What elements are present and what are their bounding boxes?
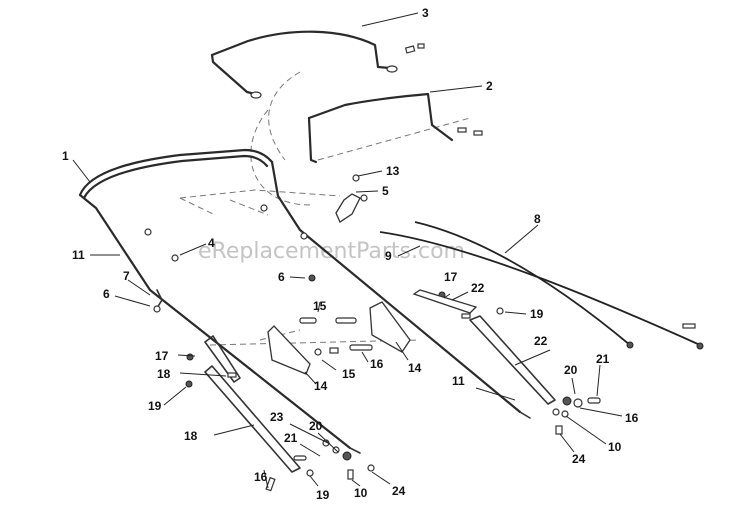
cable-bracket-part — [335, 174, 368, 223]
callout-17-left: 17 — [155, 349, 169, 363]
callout-15-bottom: 15 — [342, 367, 356, 381]
callout-21-left: 21 — [284, 431, 298, 445]
mounting-bracket-right — [369, 301, 411, 353]
callout-19-right: 19 — [530, 307, 544, 321]
callout-10-left: 10 — [354, 486, 368, 500]
callout-10-right: 10 — [608, 440, 622, 454]
callout-24-left: 24 — [392, 484, 406, 498]
callout-labels: 3 2 1 13 5 8 9 11 4 7 6 6 17 18 19 15 15… — [62, 6, 639, 502]
callout-13: 13 — [386, 164, 400, 178]
callout-9: 9 — [385, 249, 392, 263]
right-upper-hardware — [412, 289, 504, 319]
mounting-bracket-left — [267, 325, 311, 375]
control-cables — [379, 221, 704, 350]
callout-16-left: 16 — [254, 470, 268, 484]
bail-upper-part — [210, 30, 425, 99]
leader-lines — [72, 12, 623, 489]
callout-6-center: 6 — [278, 270, 285, 284]
callout-22-left: 18 — [184, 429, 198, 443]
right-lower-hardware — [552, 396, 601, 435]
center-bolts — [299, 317, 373, 356]
callout-24-right: 24 — [572, 452, 586, 466]
main-handle-part — [78, 148, 531, 454]
callout-18-left: 18 — [157, 367, 171, 381]
callout-19-left: 19 — [148, 399, 162, 413]
callout-18-right: 22 — [471, 281, 485, 295]
callout-11-left: 11 — [72, 248, 85, 262]
callout-4: 4 — [208, 236, 215, 250]
callout-14-right: 14 — [408, 361, 422, 375]
left-hardware — [153, 254, 316, 313]
callout-20-right: 20 — [564, 363, 578, 377]
callout-19-bottom: 19 — [316, 488, 330, 502]
callout-7: 7 — [123, 269, 130, 283]
callout-11-right: 11 — [452, 374, 465, 388]
callout-1: 1 — [62, 149, 69, 163]
callout-8: 8 — [534, 212, 541, 226]
callout-20-left: 20 — [309, 419, 323, 433]
callout-2: 2 — [486, 79, 493, 93]
callout-22-right: 22 — [534, 334, 548, 348]
callout-14-left: 14 — [314, 379, 328, 393]
callout-16-center: 16 — [370, 357, 384, 371]
right-support-arm — [469, 315, 556, 405]
left-lower-hardware — [265, 439, 375, 492]
callout-16-right: 16 — [625, 411, 639, 425]
callout-23: 23 — [270, 410, 284, 424]
watermark-text: eReplacementParts.com — [198, 239, 465, 264]
callout-17-right: 17 — [444, 270, 458, 284]
bail-lower-part — [307, 92, 483, 164]
callout-3: 3 — [422, 6, 429, 20]
callout-5: 5 — [382, 184, 389, 198]
callout-21-right: 21 — [596, 352, 610, 366]
callout-6-left: 6 — [103, 287, 110, 301]
callout-15-top: 15 — [313, 299, 327, 313]
